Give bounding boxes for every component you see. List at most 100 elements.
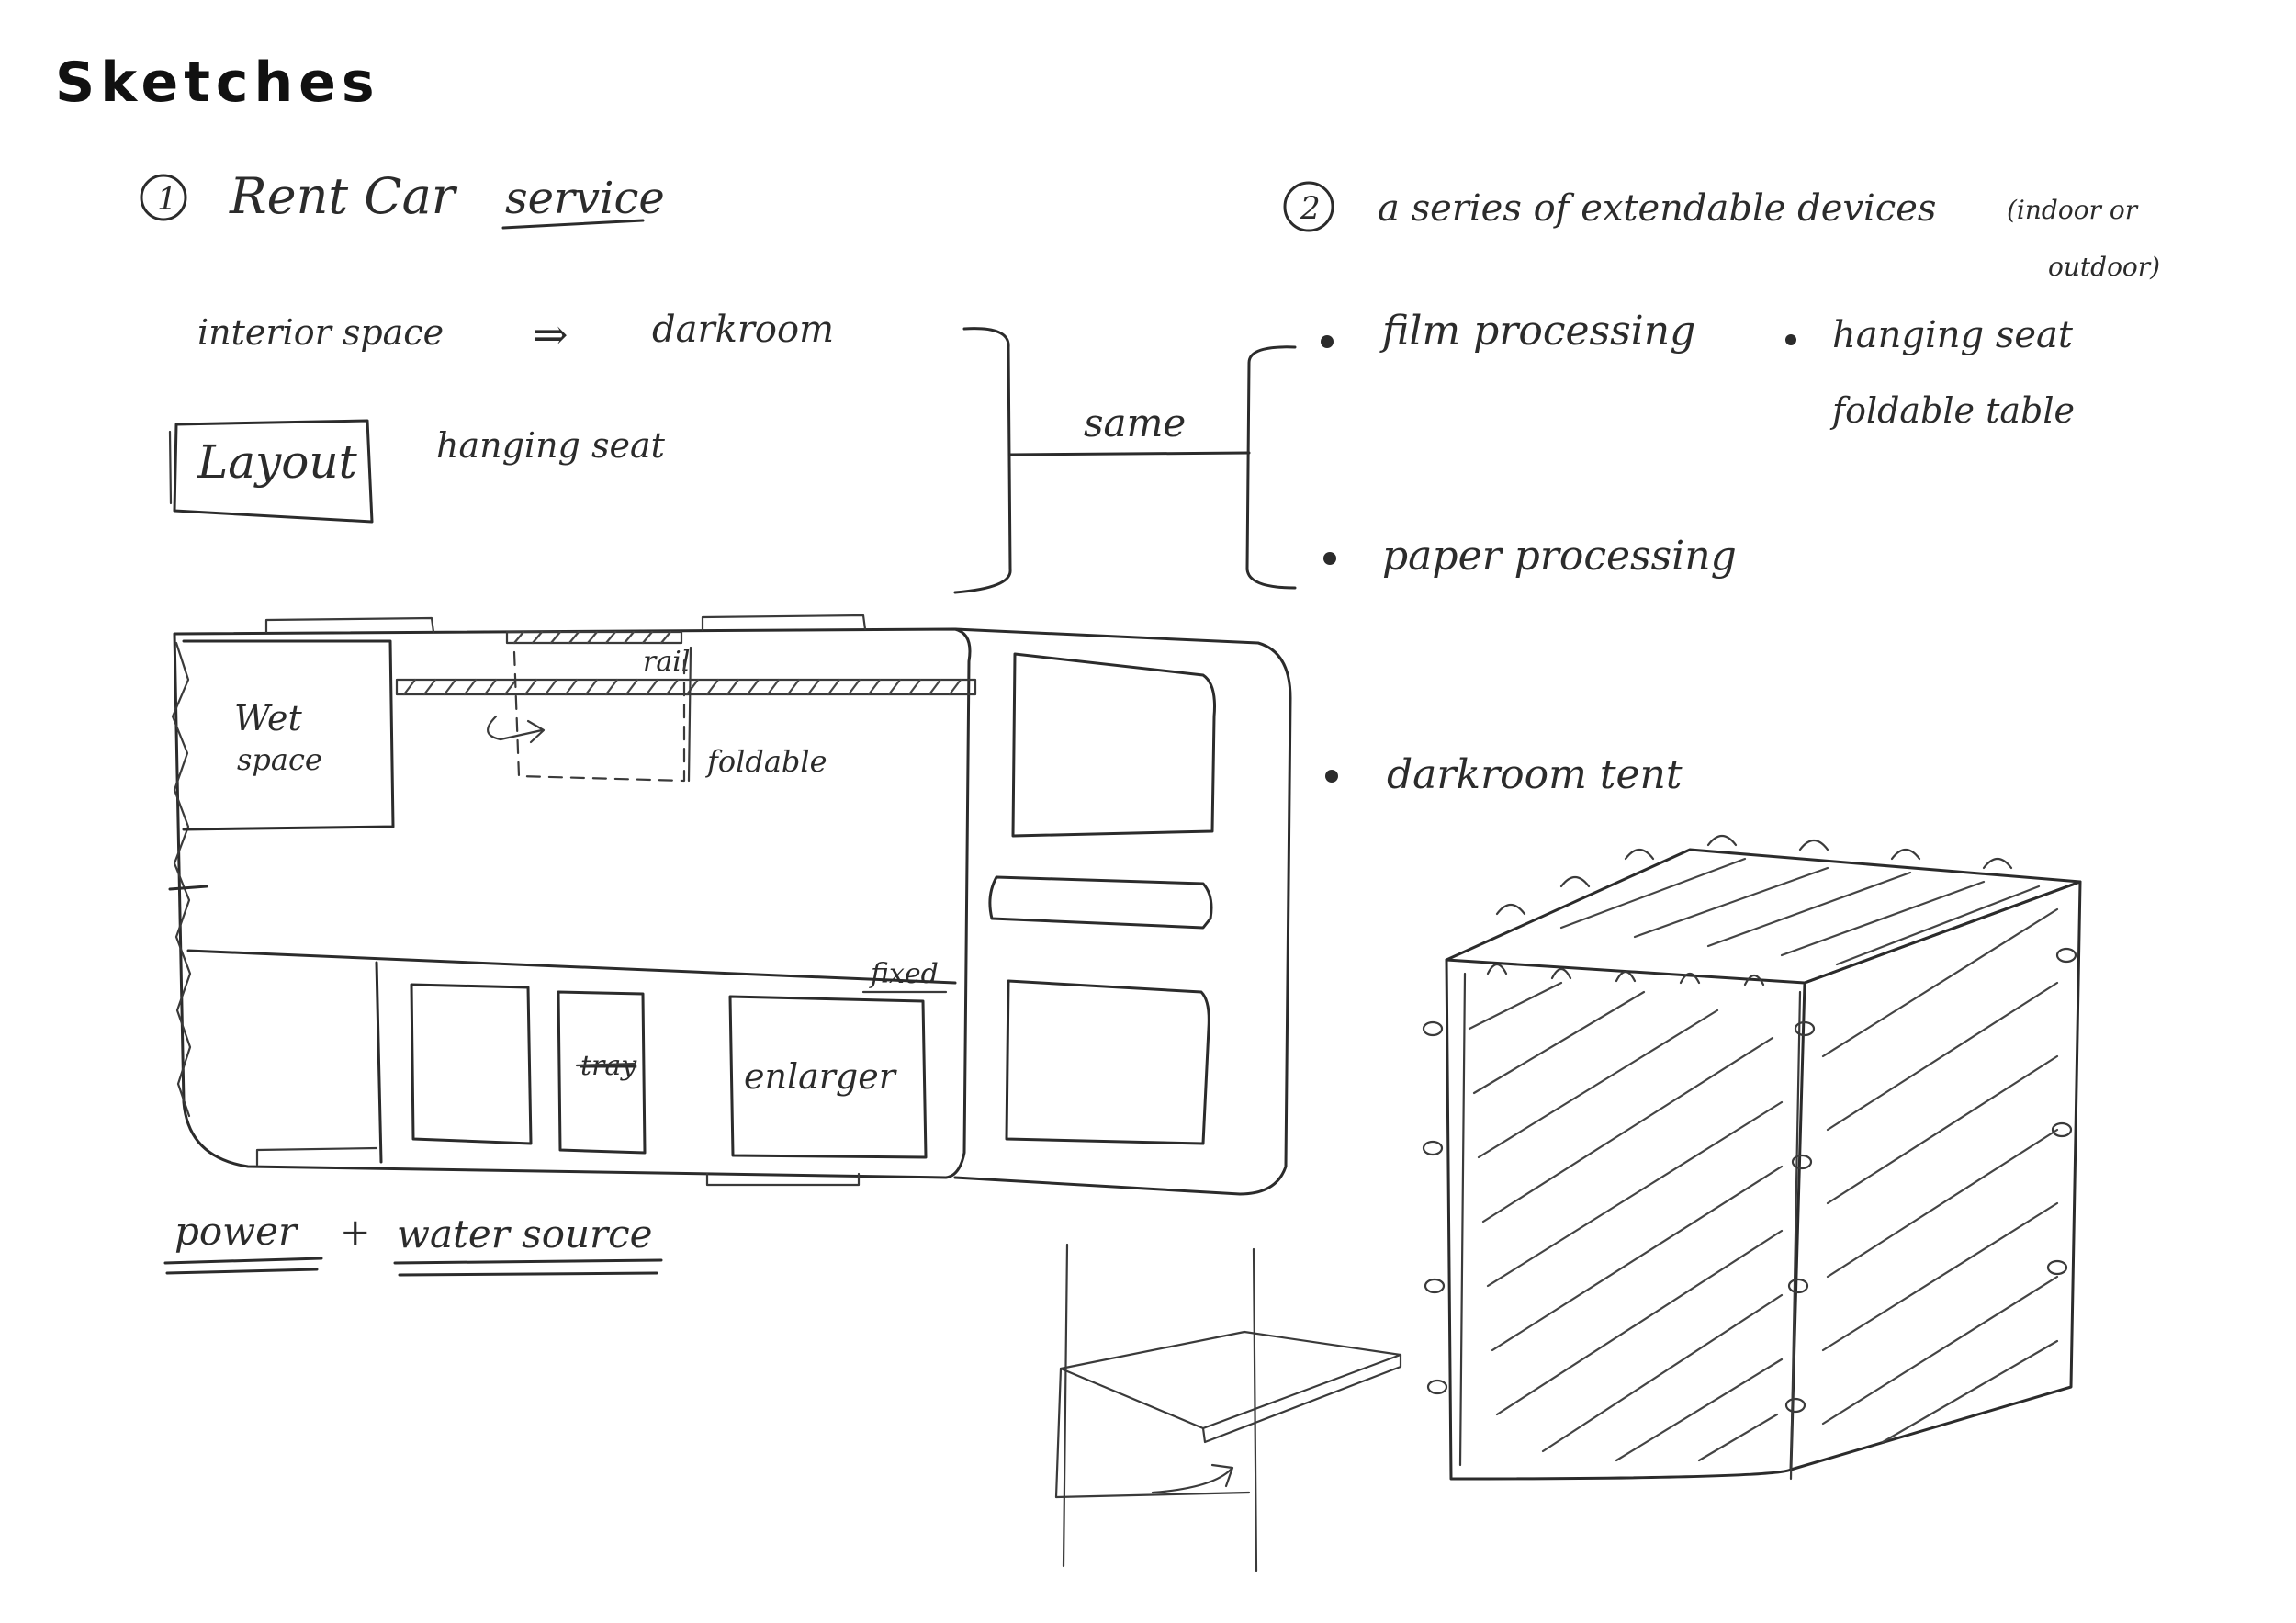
page-title: Sketches (55, 51, 380, 115)
side-bullet-foldable-table: foldable table (1829, 390, 2075, 431)
layout-box-label: Layout (197, 435, 358, 489)
same-bracket: same (953, 327, 1297, 594)
rotate-arrow (487, 715, 546, 744)
tray-strike (575, 1062, 637, 1067)
tent-ring-10 (2051, 1121, 2073, 1138)
wet-space-box (182, 639, 395, 831)
bullet-paper-processing: paper processing (1382, 533, 1737, 580)
bottom-door-tab-2 (705, 1172, 861, 1187)
tent-ring-1 (1422, 1020, 1444, 1037)
plan-cab-outline (953, 627, 1292, 1196)
car-floor-plan: Wet space rail foldable fixed tray enlar… (168, 614, 1292, 1196)
foldable-label: foldable (705, 744, 827, 779)
section-2-number-circle (1283, 181, 1334, 232)
foldable-table-sketch (1054, 1243, 1402, 1572)
flow-arrow: ⇒ (533, 310, 568, 359)
layout-box-outline (173, 419, 374, 524)
bracket-label: same (1084, 400, 1186, 445)
counter-divider (186, 949, 957, 985)
footer-underline-water (393, 1258, 663, 1277)
tent-ring-5 (1794, 1020, 1816, 1037)
section-1-number: 1 (157, 181, 177, 218)
wet-space-label-1: Wet (234, 698, 302, 738)
tent-ring-2 (1422, 1140, 1444, 1156)
bullet-dot-2 (1323, 552, 1336, 565)
tent-ring-4 (1426, 1379, 1448, 1395)
section-2-number: 2 (1300, 190, 1321, 227)
table-top (1059, 1330, 1402, 1430)
plan-left-wall-hatch (171, 641, 192, 1118)
table-top-edge (1201, 1353, 1402, 1444)
tent-right-face (1789, 880, 2082, 1471)
bracket-right (1245, 345, 1297, 590)
darkroom-tent-sketch (1422, 834, 2082, 1481)
counter-box-3 (728, 995, 928, 1159)
table-post-left-2 (1054, 1367, 1063, 1499)
cab-window-bottom (1005, 979, 1210, 1145)
interior-flow: interior space ⇒ darkroom (197, 309, 834, 359)
layout-box-inner (168, 430, 173, 505)
foldable-outline (512, 650, 686, 783)
plan-left-marker (168, 885, 208, 891)
rail-top-hatch (512, 630, 672, 645)
flow-to-label: darkroom (652, 309, 834, 351)
enlarger-label: enlarger (744, 1056, 898, 1097)
bullet-dot-1 (1321, 335, 1334, 348)
plan-outline (173, 627, 972, 1179)
bracket-left (953, 327, 1012, 594)
tent-front-face (1445, 958, 1806, 1481)
section-2-heading: a series of extendable devices (1378, 187, 1936, 230)
footer-underline-power (163, 1257, 323, 1275)
tent-ring-11 (2046, 1259, 2068, 1276)
section-1-number-circle (140, 174, 187, 221)
table-post-left-1 (1062, 1243, 1069, 1568)
side-bullet-hanging-seat: hanging seat (1832, 314, 2074, 356)
tent-front-hatch (1468, 981, 1784, 1462)
tent-top-hatch (1559, 857, 2041, 966)
foldable-edge (687, 646, 692, 783)
tent-right-hatch (1821, 907, 2059, 1444)
section-1-heading-underlined: service (505, 173, 665, 224)
fixed-label: fixed (869, 958, 939, 990)
tent-loops-top (1495, 834, 2013, 916)
section-1-header: 1 Rent Car service (140, 167, 665, 230)
section-2-heading-note-2: outdoor) (2048, 252, 2160, 282)
section-1-heading-underline (501, 219, 645, 230)
rail-main-hatch (402, 678, 962, 696)
footer-note-water: water source (397, 1212, 653, 1257)
cab-window-top (1011, 652, 1216, 838)
top-door-tab-2 (701, 614, 867, 632)
section-2-header: 2 a series of extendable devices (indoor… (1283, 181, 2160, 282)
bracket-connector (1008, 451, 1251, 456)
wet-space-label-2: space (237, 742, 322, 777)
counter-left-edge (375, 961, 383, 1164)
tent-ring-9 (2055, 947, 2077, 964)
bullet-list: film processing paper processing darkroo… (1321, 308, 2075, 798)
tent-back-edge (1458, 972, 1802, 1481)
layout-box-group: Layout hanging seat (168, 419, 666, 524)
layout-note: hanging seat (436, 425, 666, 466)
flow-from-label: interior space (197, 312, 444, 353)
section-1-heading: Rent Car (229, 167, 458, 225)
power-water-note: power + water source (163, 1209, 663, 1277)
rail-main (395, 678, 977, 696)
bottom-door-tab-1 (255, 1146, 378, 1167)
tent-ring-7 (1787, 1278, 1809, 1294)
table-support-arrow (1151, 1463, 1234, 1494)
tent-ring-3 (1424, 1278, 1446, 1294)
tent-ring-8 (1784, 1397, 1806, 1414)
bullet-dot-3 (1325, 770, 1338, 783)
side-bullet-dot (1785, 334, 1796, 345)
top-door-tab-1 (264, 616, 435, 634)
footer-plus: + (340, 1212, 371, 1254)
footer-note-power: power (174, 1209, 299, 1254)
counter-box-2 (557, 990, 647, 1155)
table-bottom-line (1054, 1491, 1251, 1499)
tent-ring-6 (1791, 1154, 1813, 1170)
bullet-film-processing: film processing (1379, 308, 1695, 355)
bullet-darkroom-tent: darkroom tent (1387, 751, 1683, 798)
counter-box-1 (410, 983, 533, 1145)
rail-label: rail (643, 646, 690, 678)
tent-loops-front (1486, 963, 1765, 986)
cab-window-mid (988, 875, 1213, 930)
